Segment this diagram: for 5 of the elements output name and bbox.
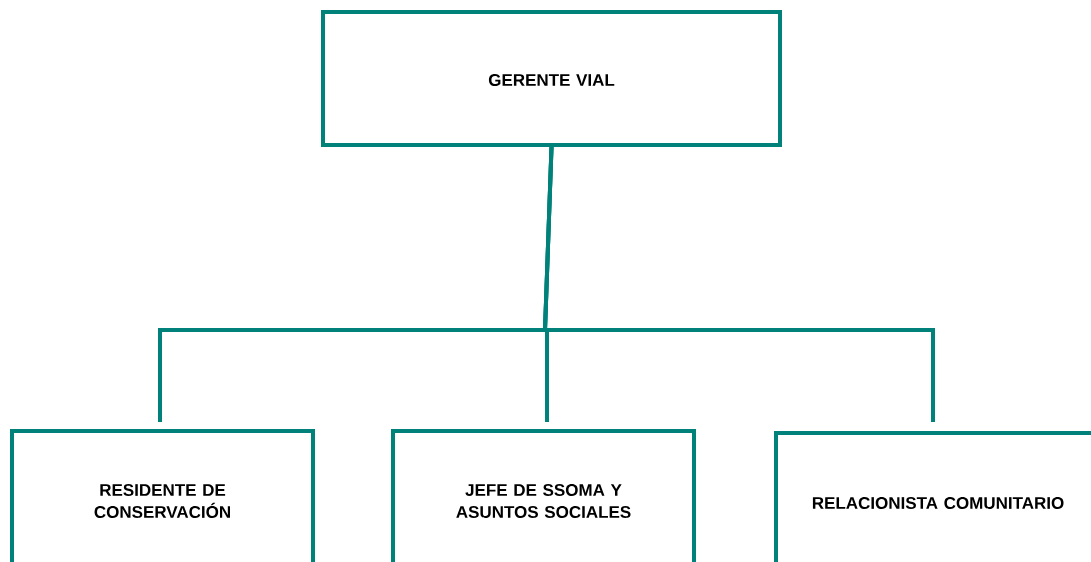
role-box: RESIDENTE DE CONSERVACIÓN [10,429,315,562]
role-box: RELACIONISTA COMUNITARIO [774,431,1091,562]
role-box: GERENTE VIAL [321,10,782,147]
role-box: JEFE DE SSOMA Y ASUNTOS SOCIALES [391,429,696,562]
connector-line [542,146,935,422]
